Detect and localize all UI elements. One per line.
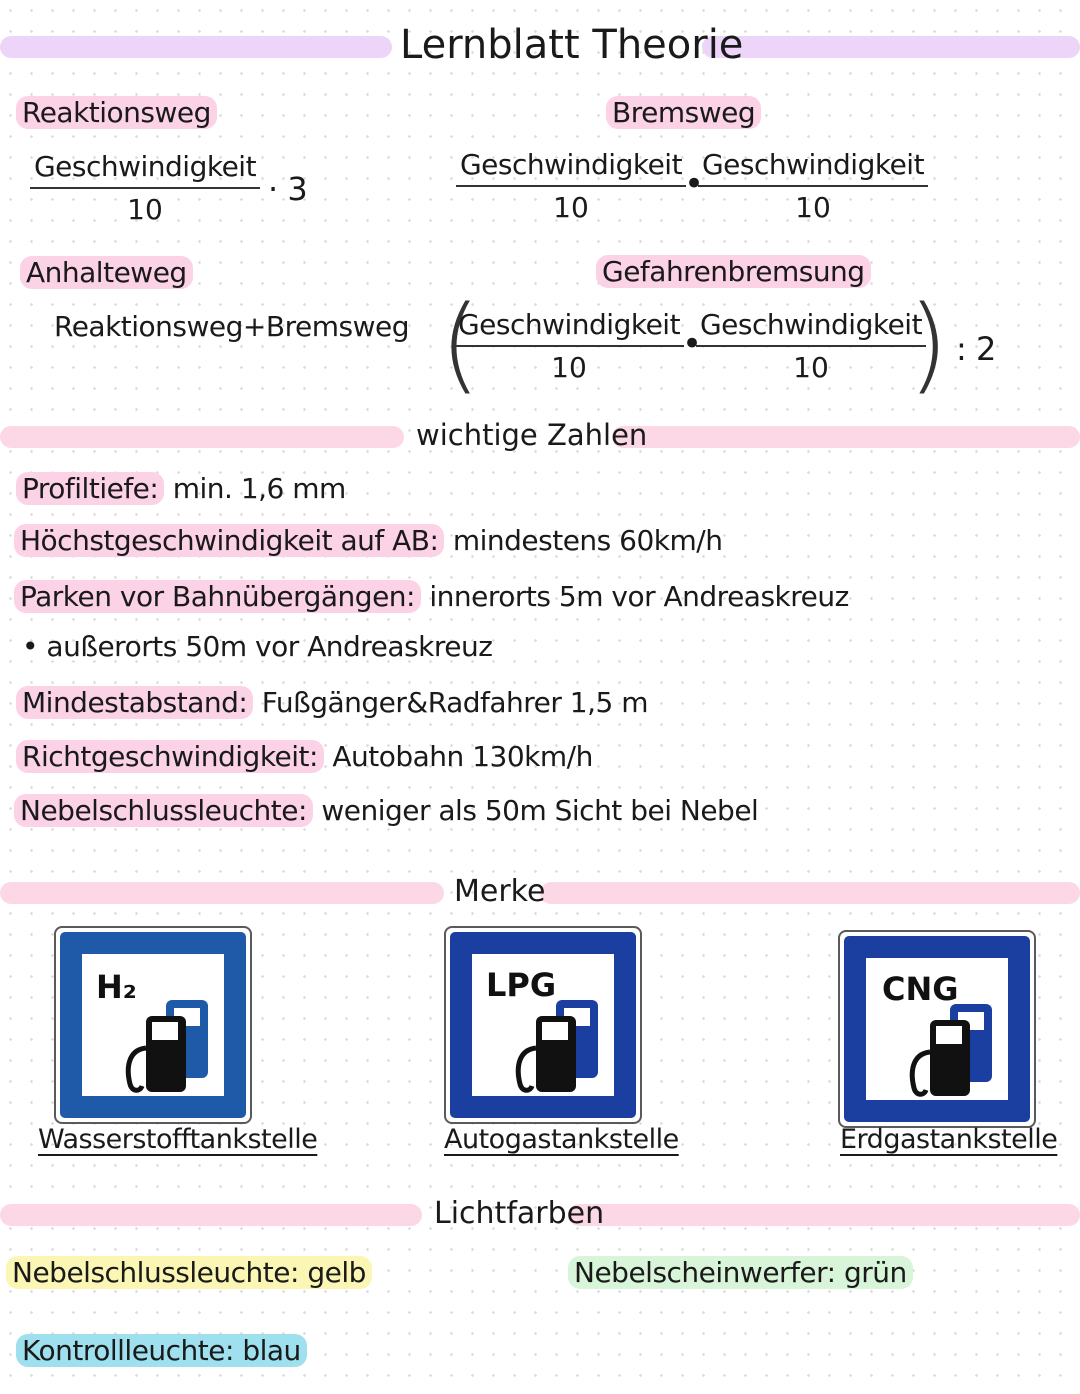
lights-bar-right [568, 1204, 1080, 1226]
reaktionsweg-multiplier: · 3 [268, 170, 308, 208]
fuel-pump-icon [909, 1004, 992, 1097]
title-bar-left [0, 36, 392, 58]
fact-parken-ausserorts: • außerorts 50m vor Andreaskreuz [22, 630, 493, 663]
gefahrenbremsung-label: Gefahrenbremsung [596, 255, 871, 288]
sign-label: H₂ [96, 968, 137, 1006]
gefahrenbremsung-fraction-2: Geschwindigkeit 10 [695, 308, 927, 384]
fact-nebelschlussleuchte: Nebelschlussleuchte: weniger als 50m Sic… [14, 794, 759, 827]
sign-caption-cng: Erdgastankstelle [840, 1124, 1058, 1155]
light-color-fog-rear: Nebelschlussleuchte: gelb [6, 1256, 372, 1289]
bremsweg-operator: • [684, 164, 705, 204]
fraction-numerator: Geschwindigkeit [455, 148, 687, 187]
fact-parken-bahnuebergang: Parken vor Bahnübergängen: innerorts 5m … [14, 580, 849, 613]
fraction-numerator: Geschwindigkeit [697, 148, 929, 187]
light-color-fog-front: Nebelscheinwerfer: grün [568, 1256, 913, 1289]
light-color-indicator: Kontrollleuchte: blau [16, 1334, 307, 1367]
fraction-numerator: Geschwindigkeit [695, 308, 927, 347]
fact-profiltiefe: Profiltiefe: min. 1,6 mm [16, 472, 346, 505]
reaktionsweg-label: Reaktionsweg [16, 96, 217, 129]
section-heading-lights: Lichtfarben [434, 1196, 605, 1231]
lights-bar-left [0, 1204, 422, 1226]
fraction-denominator: 10 [793, 351, 829, 384]
remember-bar-right [540, 882, 1080, 904]
paren-left: ( [440, 283, 481, 405]
page-title: Lernblatt Theorie [400, 22, 744, 68]
fraction-numerator: Geschwindigkeit [29, 150, 261, 189]
bremsweg-fraction-1: Geschwindigkeit 10 [455, 148, 687, 224]
fraction-numerator: Geschwindigkeit [453, 308, 685, 347]
gefahrenbremsung-fraction-1: Geschwindigkeit 10 [453, 308, 685, 384]
anhalteweg-label: Anhalteweg [20, 256, 193, 289]
fraction-denominator: 10 [127, 193, 163, 226]
title-bar-right [702, 36, 1080, 58]
reaktionsweg-fraction: Geschwindigkeit 10 [29, 150, 261, 226]
gefahrenbremsung-operator: • [682, 324, 703, 364]
fuel-pump-icon [515, 1000, 598, 1093]
fuel-pump-icon [125, 1000, 208, 1093]
gefahrenbremsung-divisor: : 2 [956, 330, 996, 368]
sign-cng-station: CNG [838, 930, 1036, 1128]
bremsweg-label: Bremsweg [606, 96, 762, 129]
fact-hoechstgeschwindigkeit: Höchstgeschwindigkeit auf AB: mindestens… [14, 524, 723, 557]
remember-bar-left [0, 882, 444, 904]
fraction-denominator: 10 [795, 191, 831, 224]
section-heading-numbers: wichtige Zahlen [416, 418, 648, 452]
sign-caption-lpg: Autogastankstelle [444, 1124, 679, 1155]
bremsweg-fraction-2: Geschwindigkeit 10 [697, 148, 929, 224]
numbers-bar-right [612, 426, 1080, 448]
anhalteweg-expression: Reaktionsweg+Bremsweg [54, 310, 409, 343]
sign-caption-hydrogen: Wasserstofftankstelle [38, 1124, 318, 1155]
sign-hydrogen-station: H₂ [54, 926, 252, 1124]
sign-label: LPG [486, 966, 557, 1004]
sign-lpg-station: LPG [444, 926, 642, 1124]
fraction-denominator: 10 [551, 351, 587, 384]
fraction-denominator: 10 [553, 191, 589, 224]
sign-label: CNG [882, 970, 959, 1008]
fact-richtgeschwindigkeit: Richtgeschwindigkeit: Autobahn 130km/h [16, 740, 593, 773]
section-heading-remember: Merke [454, 874, 546, 909]
fact-mindestabstand: Mindestabstand: Fußgänger&Radfahrer 1,5 … [16, 686, 649, 719]
numbers-bar-left [0, 426, 404, 448]
paren-right: ) [908, 283, 949, 405]
